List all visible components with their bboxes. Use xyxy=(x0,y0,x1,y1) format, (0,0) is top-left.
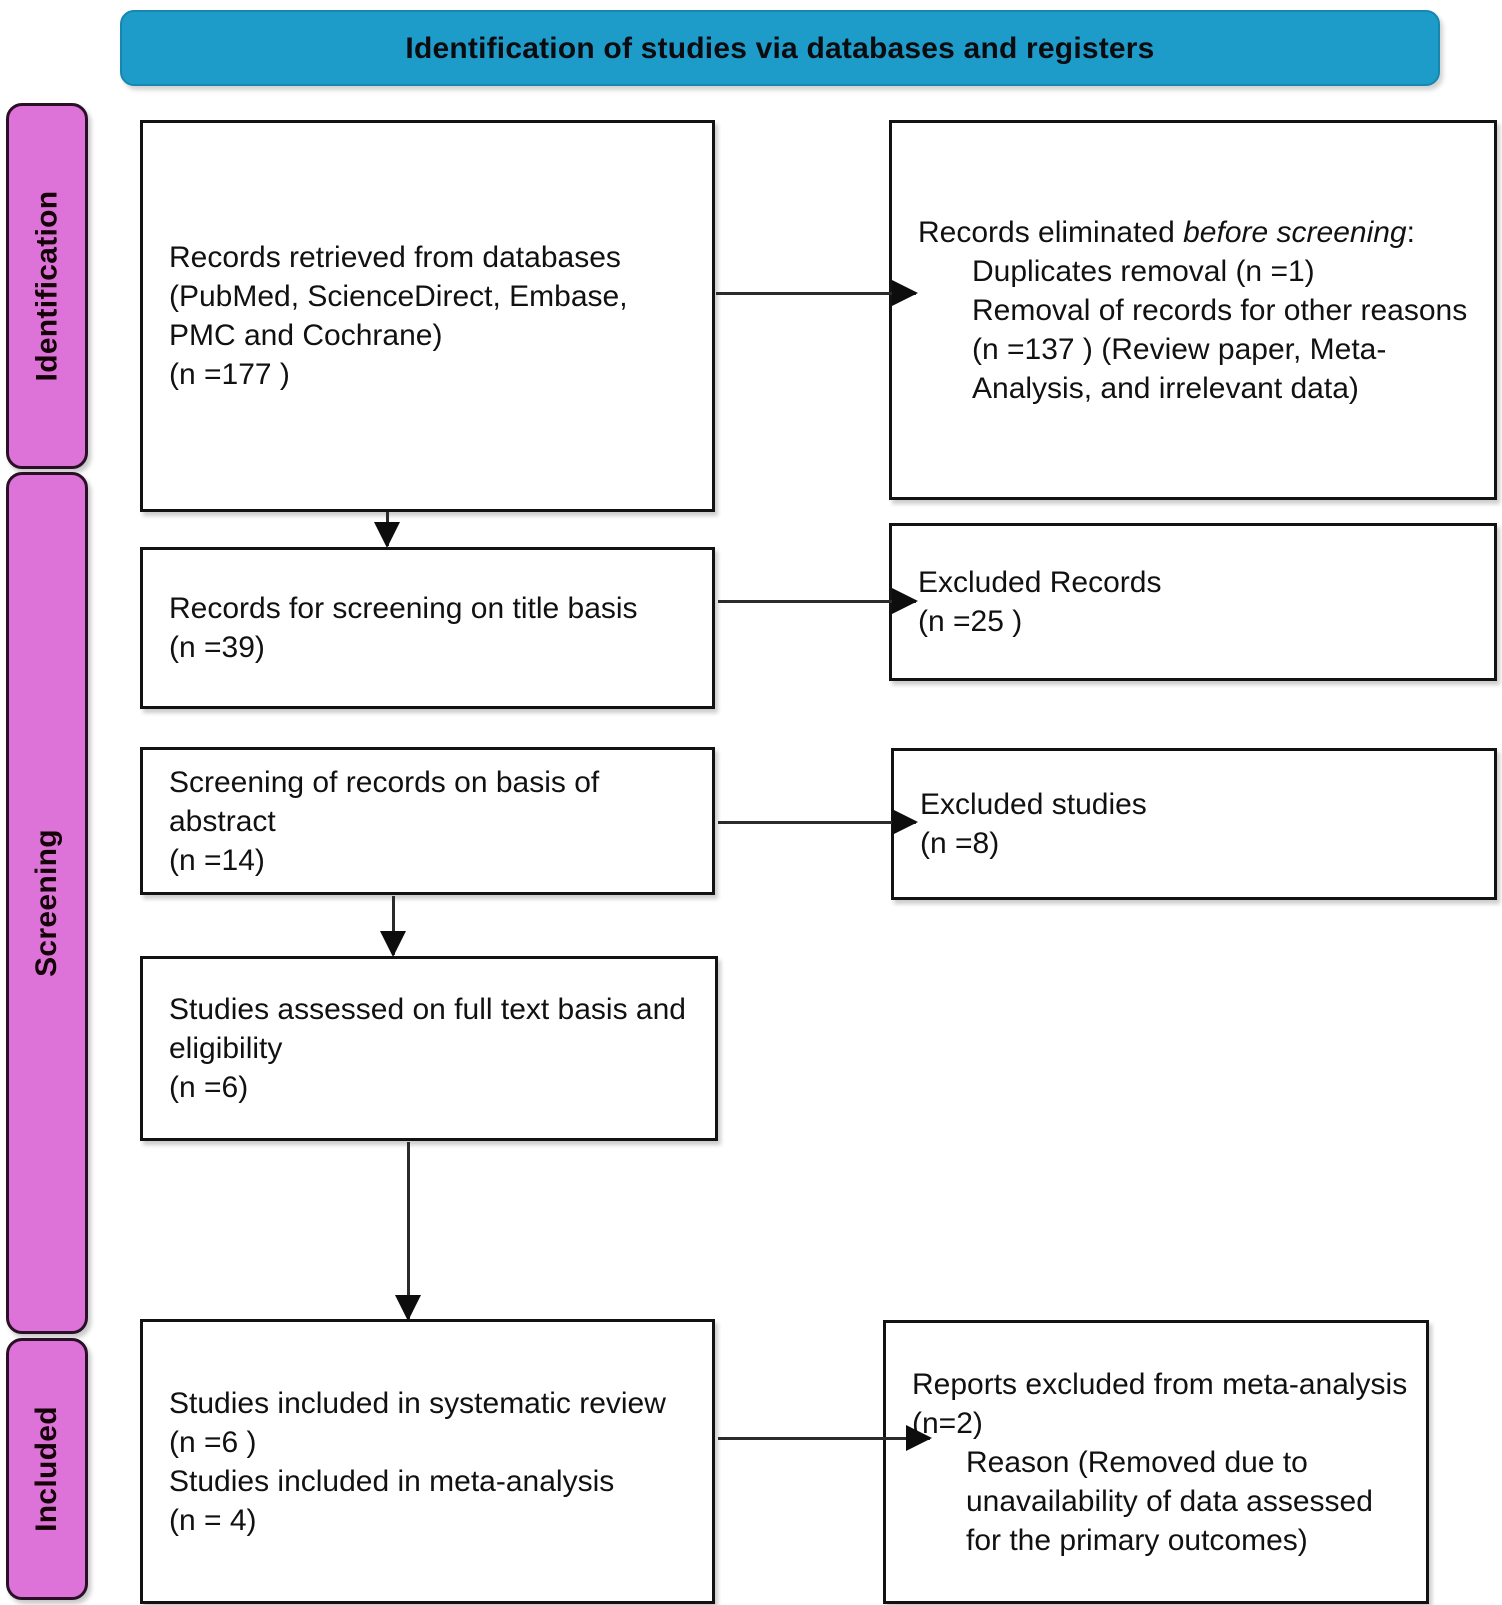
arrow-abstract-to-full-text xyxy=(380,896,406,957)
phase-label-screening: Screening xyxy=(30,829,63,977)
node-records-for-screening-title: Records for screening on title basis (n … xyxy=(140,547,715,709)
reports-excluded-reason: Reason (Removed due to unavailability of… xyxy=(966,1445,1382,1557)
node-studies-assessed-full-text: Studies assessed on full text basis and … xyxy=(140,956,718,1141)
node-excluded-studies: Excluded studies (n =8) xyxy=(891,748,1497,900)
node-records-retrieved-text: Records retrieved from databases (PubMed… xyxy=(169,241,628,391)
eliminated-item-duplicates: Duplicates removal (n =1) xyxy=(972,254,1315,288)
node-screening-abstract-text: Screening of records on basis of abstrac… xyxy=(169,765,600,877)
phase-band-identification: Identification xyxy=(6,103,88,469)
arrow-title-to-excluded-records xyxy=(718,588,918,614)
node-records-eliminated-text: Records eliminated before screening: Dupl… xyxy=(892,213,1494,408)
phase-label-identification: Identification xyxy=(30,190,63,382)
node-full-text-text: Studies assessed on full text basis and … xyxy=(169,993,686,1104)
node-excluded-studies-text: Excluded studies (n =8) xyxy=(920,788,1147,860)
phase-label-included: Included xyxy=(30,1406,63,1532)
phase-band-screening: Screening xyxy=(6,472,88,1334)
node-records-eliminated-before-screening: Records eliminated before screening: Dupl… xyxy=(889,120,1497,500)
eliminated-item-other-reasons: Removal of records for other reasons (n … xyxy=(972,293,1476,405)
reports-excluded-main: Reports excluded from meta-analysis (n=2… xyxy=(912,1367,1416,1440)
arrow-retrieved-to-eliminated xyxy=(716,280,918,306)
eliminated-italic: before screening xyxy=(1183,215,1407,249)
arrow-full-text-to-included xyxy=(395,1142,421,1321)
node-excluded-records: Excluded Records (n =25 ) xyxy=(889,523,1497,681)
phase-band-included: Included xyxy=(6,1338,88,1600)
eliminated-suffix: : xyxy=(1406,215,1415,249)
node-screening-abstract: Screening of records on basis of abstrac… xyxy=(140,747,715,895)
node-screening-title-text: Records for screening on title basis (n … xyxy=(169,592,638,664)
diagram-header-banner: Identification of studies via databases … xyxy=(120,10,1440,86)
arrow-retrieved-to-screening-title xyxy=(374,512,400,548)
arrow-included-to-reports-excluded xyxy=(718,1425,932,1451)
eliminated-prefix: Records eliminated xyxy=(918,215,1184,249)
node-reports-excluded: Reports excluded from meta-analysis (n=2… xyxy=(883,1320,1429,1604)
diagram-title: Identification of studies via databases … xyxy=(405,31,1155,65)
node-studies-included-text: Studies included in systematic review (n… xyxy=(169,1386,666,1537)
node-reports-excluded-text: Reports excluded from meta-analysis (n=2… xyxy=(886,1365,1426,1560)
node-studies-included: Studies included in systematic review (n… xyxy=(140,1319,715,1604)
node-records-retrieved: Records retrieved from databases (PubMed… xyxy=(140,120,715,512)
arrow-abstract-to-excluded-studies xyxy=(718,809,918,835)
node-excluded-records-text: Excluded Records (n =25 ) xyxy=(918,566,1162,638)
